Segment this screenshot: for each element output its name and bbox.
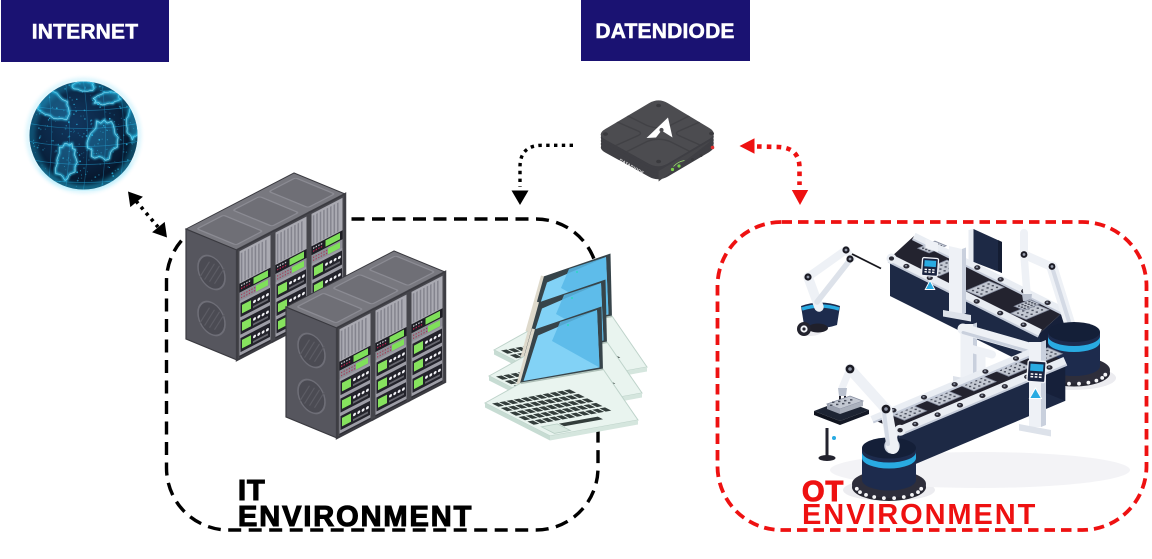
svg-text:OT: OT — [802, 476, 844, 508]
svg-text:ENVIRONMENT: ENVIRONMENT — [238, 501, 473, 533]
svg-text:ENVIRONMENT: ENVIRONMENT — [802, 499, 1037, 531]
svg-text:DATENDIODE: DATENDIODE — [595, 20, 734, 43]
svg-text:INTERNET: INTERNET — [32, 21, 139, 44]
svg-text:IT: IT — [238, 475, 266, 507]
